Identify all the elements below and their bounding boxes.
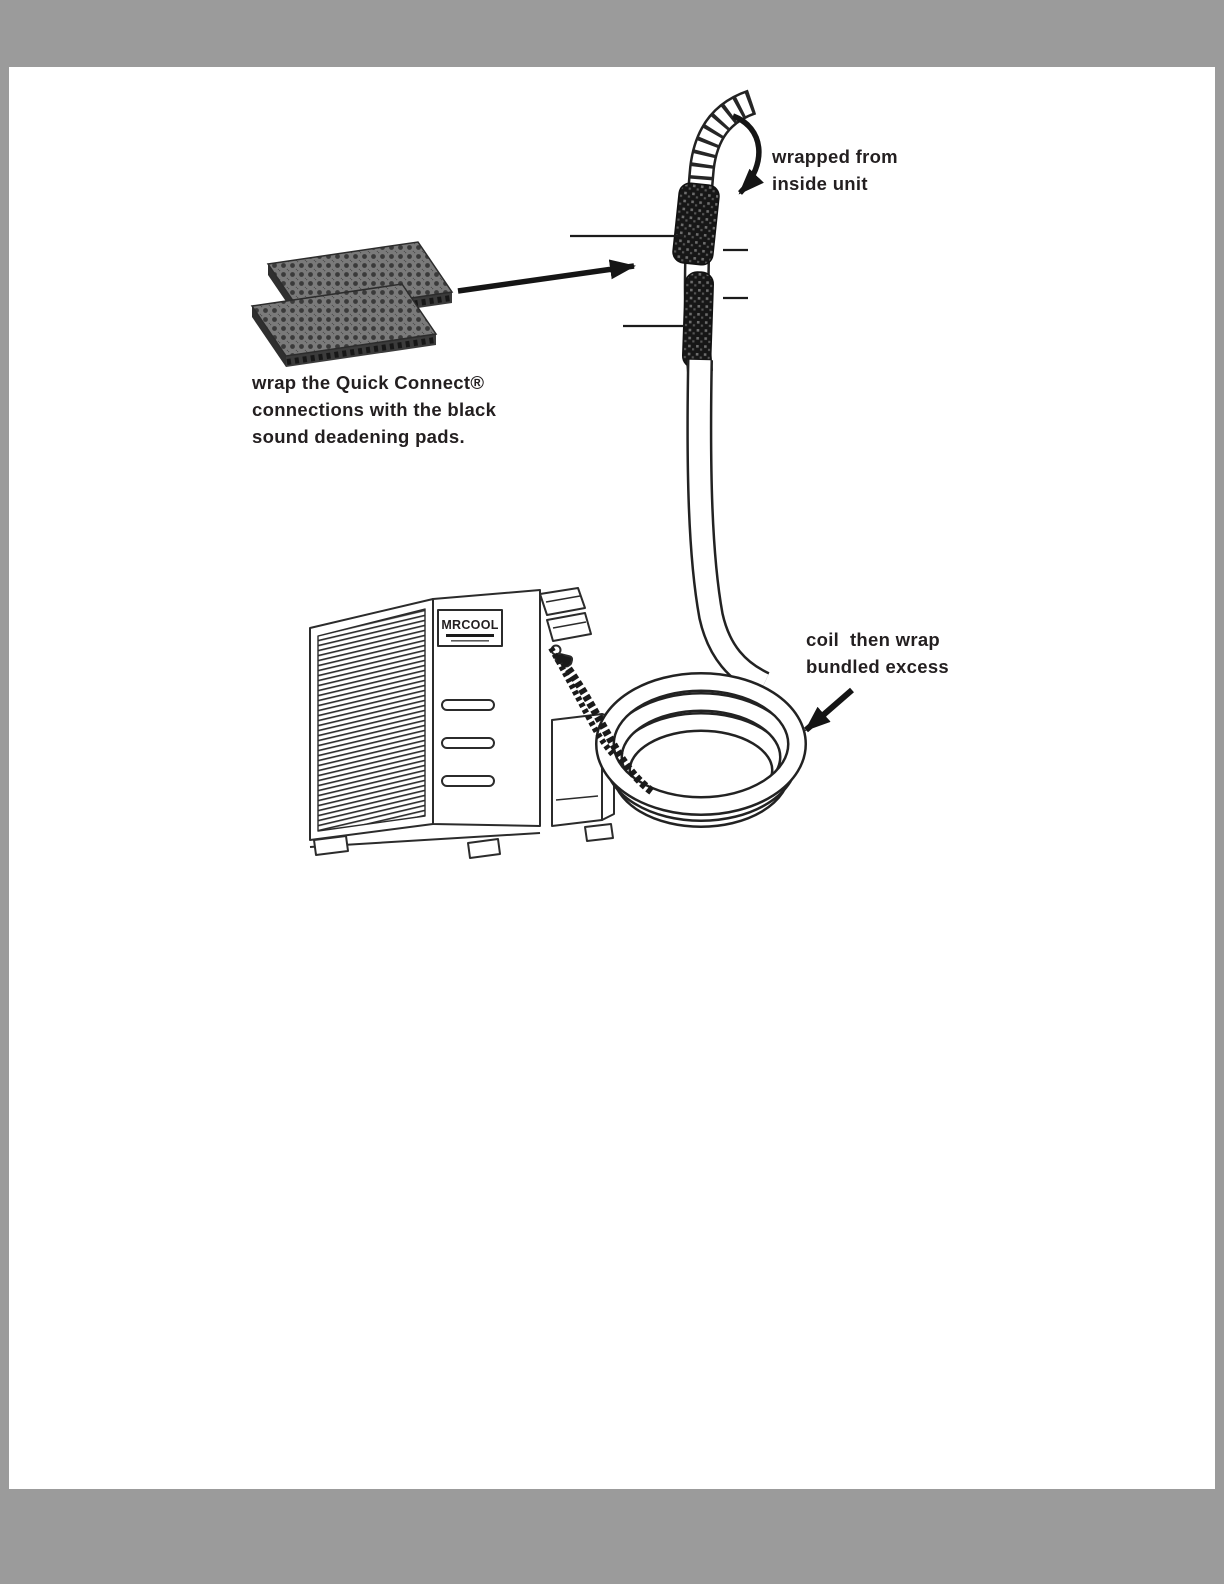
page-margin-bottom — [0, 1489, 1224, 1584]
connection-cables — [548, 646, 657, 797]
valve-cover-lower — [546, 612, 592, 642]
brand-logo-bar — [446, 634, 494, 637]
pads-arrow — [457, 259, 636, 294]
condenser-unit: MRCOOL — [309, 587, 615, 859]
tube-lower-fill — [688, 359, 769, 694]
quick-connect-wrap-lower — [681, 271, 715, 369]
pad-bottom-teeth — [286, 337, 436, 365]
sound-deadening-pads-illustration — [250, 241, 454, 367]
pads-note-line1: wrap the Quick Connect® — [251, 372, 484, 393]
brand-tagline-mark — [451, 640, 489, 642]
brand-logo-text: MRCOOL — [441, 618, 498, 632]
line-set-upper — [672, 89, 757, 374]
pads-note-line2: connections with the black — [252, 399, 497, 420]
wrapped-from-arrow — [731, 113, 764, 195]
pad-bottom — [250, 283, 438, 357]
page-margin-right — [1215, 0, 1224, 1584]
unit-base-rail — [309, 832, 541, 848]
coil-note-line1: coil then wrap — [806, 629, 940, 650]
coil-note-line2: bundled excess — [806, 656, 949, 677]
cable-2 — [548, 646, 617, 758]
side-vent-1 — [441, 699, 495, 711]
side-vent-2 — [441, 737, 495, 749]
unit-foot-right — [584, 823, 614, 842]
page-margin-left — [0, 0, 9, 1584]
cable-1 — [555, 653, 657, 797]
coil-loop-front — [597, 674, 805, 814]
quick-connect-wrap-upper — [672, 182, 720, 266]
valve-cover-lower-line — [552, 621, 587, 629]
pads-note-line3: sound deadening pads. — [252, 426, 465, 447]
wrapped-from-label-line2: inside unit — [772, 173, 868, 194]
page-margin-top — [0, 0, 1224, 67]
wrapped-from-label-line1: wrapped from — [771, 146, 898, 167]
pad-bottom-side — [252, 306, 286, 367]
side-vent-3 — [441, 775, 495, 787]
annotations: wrapped from inside unit wrap the Quick … — [251, 146, 949, 677]
line-set-lower — [595, 359, 807, 828]
coil-arrow — [804, 687, 854, 733]
unit-foot-center — [467, 838, 501, 859]
valve-cover-upper-line — [545, 595, 581, 603]
leader-lines — [570, 234, 748, 328]
junction-box-line — [555, 795, 599, 801]
unit-grille — [317, 608, 426, 832]
valve-cover-upper — [539, 587, 586, 616]
